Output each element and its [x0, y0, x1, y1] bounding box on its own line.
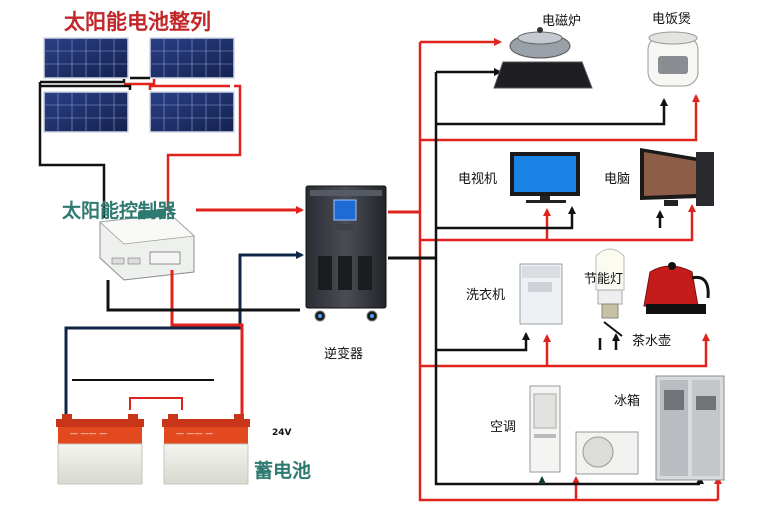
solar-panel-3	[43, 91, 129, 133]
solar-panel-array	[43, 37, 235, 133]
computer-label: 电脑	[604, 172, 631, 187]
solar-panel-1	[43, 37, 129, 79]
refrigerator-label: 冰箱	[614, 394, 641, 409]
energy-saving-lamp-label: 节能灯	[584, 272, 624, 287]
solar-panel-4	[149, 91, 235, 133]
washing-machine-label: 洗衣机	[466, 288, 506, 303]
svg-text:— —— —: — —— —	[70, 429, 107, 438]
rice-cooker-label: 电饭煲	[652, 12, 692, 27]
rice-cooker-icon	[647, 31, 699, 87]
solar-controller	[99, 208, 195, 281]
solar-panel-2	[149, 37, 235, 79]
battery-2: — —— —	[162, 414, 250, 485]
battery-voltage-label: 24V	[272, 428, 292, 438]
wire-controller-to-inverter-neg	[64, 251, 304, 424]
inverter-unit	[305, 185, 387, 322]
induction-cooker-label: 电磁炉	[542, 14, 582, 29]
air-conditioner-icon	[529, 385, 639, 475]
battery-1: — —— —	[56, 414, 144, 485]
induction-cooker-icon	[493, 27, 593, 89]
controller-title: 太阳能控制器	[62, 200, 177, 222]
kettle-icon	[643, 262, 710, 314]
energy-saving-lamp-icon	[595, 248, 625, 337]
battery-bank: — —— — — —— —	[56, 414, 250, 485]
air-conditioner-label: 空调	[490, 420, 517, 435]
inverter-label: 逆变器	[324, 347, 364, 362]
tv-label: 电视机	[458, 172, 498, 187]
ac-distribution-wiring	[388, 38, 722, 502]
tv-icon	[510, 152, 580, 203]
solar-array-title: 太阳能电池整列	[64, 10, 211, 34]
washing-machine-icon	[519, 263, 563, 325]
wire-controller-to-battery	[72, 270, 300, 416]
computer-icon	[640, 148, 714, 206]
kettle-label: 茶水壶	[632, 334, 672, 349]
battery-title: 蓄电池	[254, 460, 312, 482]
refrigerator-icon	[655, 375, 725, 481]
svg-text:— —— —: — —— —	[176, 429, 213, 438]
panel-wiring	[38, 76, 242, 218]
